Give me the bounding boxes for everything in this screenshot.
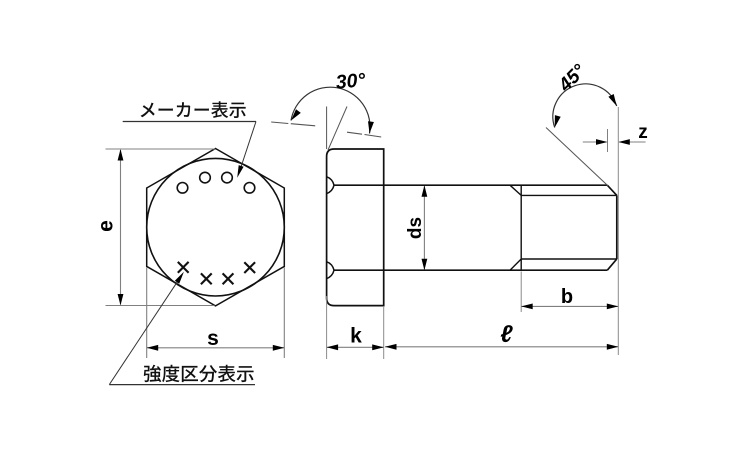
svg-text:z: z: [638, 122, 648, 143]
svg-text:30°: 30°: [335, 69, 366, 94]
svg-text:e: e: [94, 220, 117, 232]
svg-text:b: b: [561, 286, 573, 308]
svg-text:ℓ: ℓ: [500, 321, 513, 348]
svg-text:45°: 45°: [554, 60, 590, 96]
svg-text:k: k: [350, 325, 362, 348]
svg-text:ds: ds: [405, 217, 426, 239]
svg-text:s: s: [207, 327, 219, 350]
